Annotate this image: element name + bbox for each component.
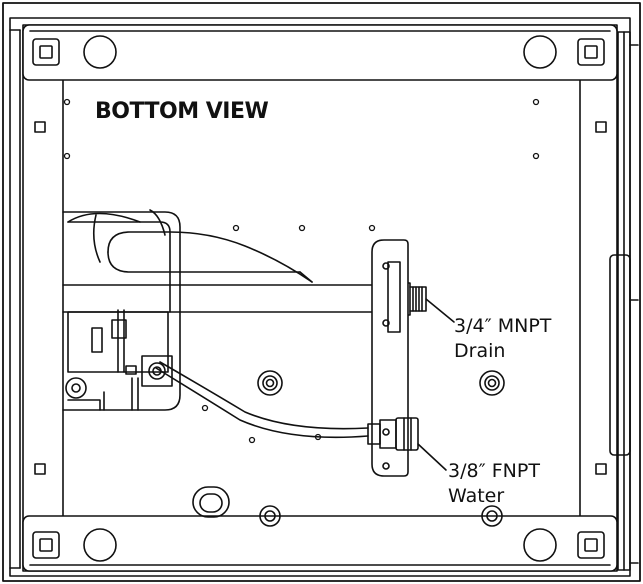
square-bolt-icon [32, 531, 60, 559]
water-label: Water [448, 485, 504, 507]
drain-hose [107, 231, 313, 283]
grommet-icon [481, 505, 503, 527]
oval-plug [192, 486, 230, 518]
round-hole-icon [523, 528, 557, 562]
square-bolt-icon [32, 38, 60, 66]
water-leader-line [417, 443, 447, 471]
water-line [155, 361, 419, 451]
drain-leader-line [425, 298, 455, 323]
bottom-rail [22, 515, 618, 572]
water-size-label: 3/8″ FNPT [448, 460, 540, 482]
grommet-icon [257, 370, 283, 396]
grommet-icon [259, 505, 281, 527]
round-hole-icon [523, 35, 557, 69]
top-rail [22, 24, 618, 81]
small-screw-icon [63, 98, 540, 444]
round-hole-icon [83, 35, 117, 69]
side-slot-icon [595, 463, 607, 475]
round-hole-icon [83, 528, 117, 562]
drain-size-label: 3/4″ MNPT [454, 315, 552, 337]
side-slot-icon [595, 121, 607, 133]
side-slot-icon [34, 463, 46, 475]
square-bolt-icon [577, 38, 605, 66]
square-bolt-icon [577, 531, 605, 559]
side-slot-icon [34, 121, 46, 133]
view-title: BOTTOM VIEW [95, 99, 268, 124]
drain-pump-assembly [62, 209, 181, 411]
drain-pipe [62, 278, 427, 320]
fitting-bracket [371, 239, 409, 477]
drain-label: Drain [454, 340, 505, 362]
grommet-icon [479, 370, 505, 396]
